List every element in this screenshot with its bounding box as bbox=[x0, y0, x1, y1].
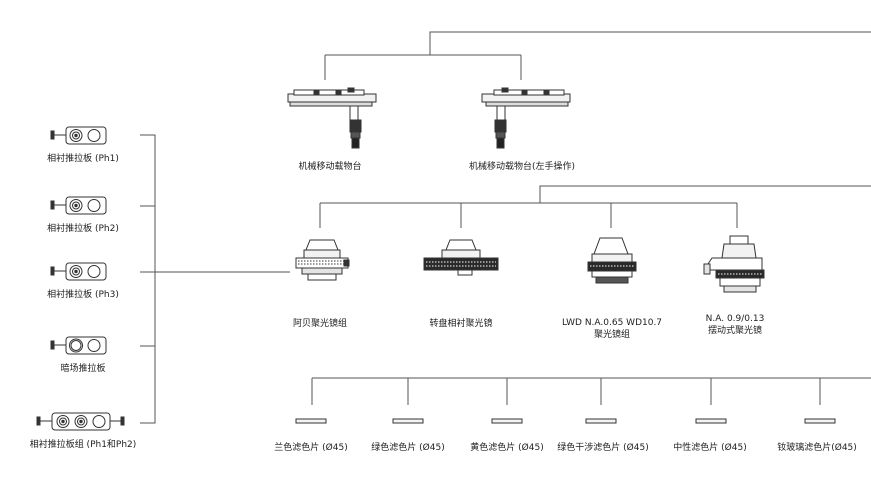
lwd-condenser-label-line2: 聚光镜组 bbox=[593, 330, 630, 340]
turret-phase-condenser-icon bbox=[423, 239, 499, 276]
yellow-filter-icon bbox=[491, 418, 523, 424]
phase-slider-icon bbox=[50, 126, 107, 145]
neutral-filter-icon bbox=[695, 418, 727, 424]
filter-label-green-interference: 绿色干涉滤色片 (Ø45) bbox=[557, 443, 649, 453]
slider-label-ph1: 相衬推拉板 (Ph1) bbox=[47, 154, 119, 164]
neodymium-filter-icon bbox=[804, 418, 836, 424]
swing-condenser-label: N.A. 0.9/0.13 摆动式聚光镜 bbox=[655, 313, 815, 337]
blue-filter-icon bbox=[295, 418, 327, 424]
swing-out-condenser-icon bbox=[703, 235, 765, 293]
green-filter-icon bbox=[392, 418, 424, 424]
swing-condenser-label-line1: N.A. 0.9/0.13 bbox=[705, 314, 765, 324]
turret-condenser-label: 转盘相衬聚光镜 bbox=[429, 319, 493, 329]
darkfield-slider-icon bbox=[50, 336, 107, 355]
phase-slider-icon bbox=[50, 262, 107, 281]
filter-label-green: 绿色滤色片 (Ø45) bbox=[371, 443, 445, 453]
slider-label-ph2: 相衬推拉板 (Ph2) bbox=[47, 224, 119, 234]
mechanical-stage-left-icon bbox=[481, 87, 571, 149]
slider-bracket-line bbox=[140, 134, 290, 424]
phase-slider-set-icon bbox=[36, 412, 125, 431]
slider-label-ph3: 相衬推拉板 (Ph3) bbox=[47, 290, 119, 300]
lwd-condenser-icon bbox=[587, 237, 637, 284]
filter-label-neutral: 中性滤色片 (Ø45) bbox=[673, 443, 747, 453]
mechanical-stage-icon bbox=[287, 87, 377, 149]
phase-slider-icon bbox=[50, 196, 107, 215]
filter-icons bbox=[295, 418, 836, 424]
filter-tree-line bbox=[311, 377, 871, 405]
connector-lines bbox=[140, 31, 871, 424]
swing-condenser-label-line2: 摆动式聚光镜 bbox=[707, 326, 762, 336]
slider-label-set: 相衬推拉板组 (Ph1和Ph2) bbox=[29, 440, 137, 450]
filter-label-yellow: 黄色滤色片 (Ø45) bbox=[470, 443, 544, 453]
lwd-condenser-label: LWD N.A.0.65 WD10.7 聚光镜组 bbox=[532, 317, 692, 341]
green-interference-filter-icon bbox=[585, 418, 617, 424]
stage-left-label: 机械移动载物台(左手操作) bbox=[468, 162, 576, 172]
stage-label: 机械移动载物台 bbox=[298, 162, 362, 172]
lwd-condenser-label-line1: LWD N.A.0.65 WD10.7 bbox=[561, 318, 663, 328]
abbe-condenser-icon bbox=[295, 239, 350, 281]
condenser-tree-line bbox=[319, 185, 871, 228]
filter-label-blue: 兰色滤色片 (Ø45) bbox=[274, 443, 348, 453]
slider-label-darkfield: 暗场推拉板 bbox=[60, 364, 106, 374]
abbe-condenser-label: 阿贝聚光镜组 bbox=[292, 319, 348, 329]
filter-label-neodymium: 钕玻璃滤色片(Ø45) bbox=[777, 443, 857, 453]
stage-tree-line bbox=[324, 31, 871, 80]
